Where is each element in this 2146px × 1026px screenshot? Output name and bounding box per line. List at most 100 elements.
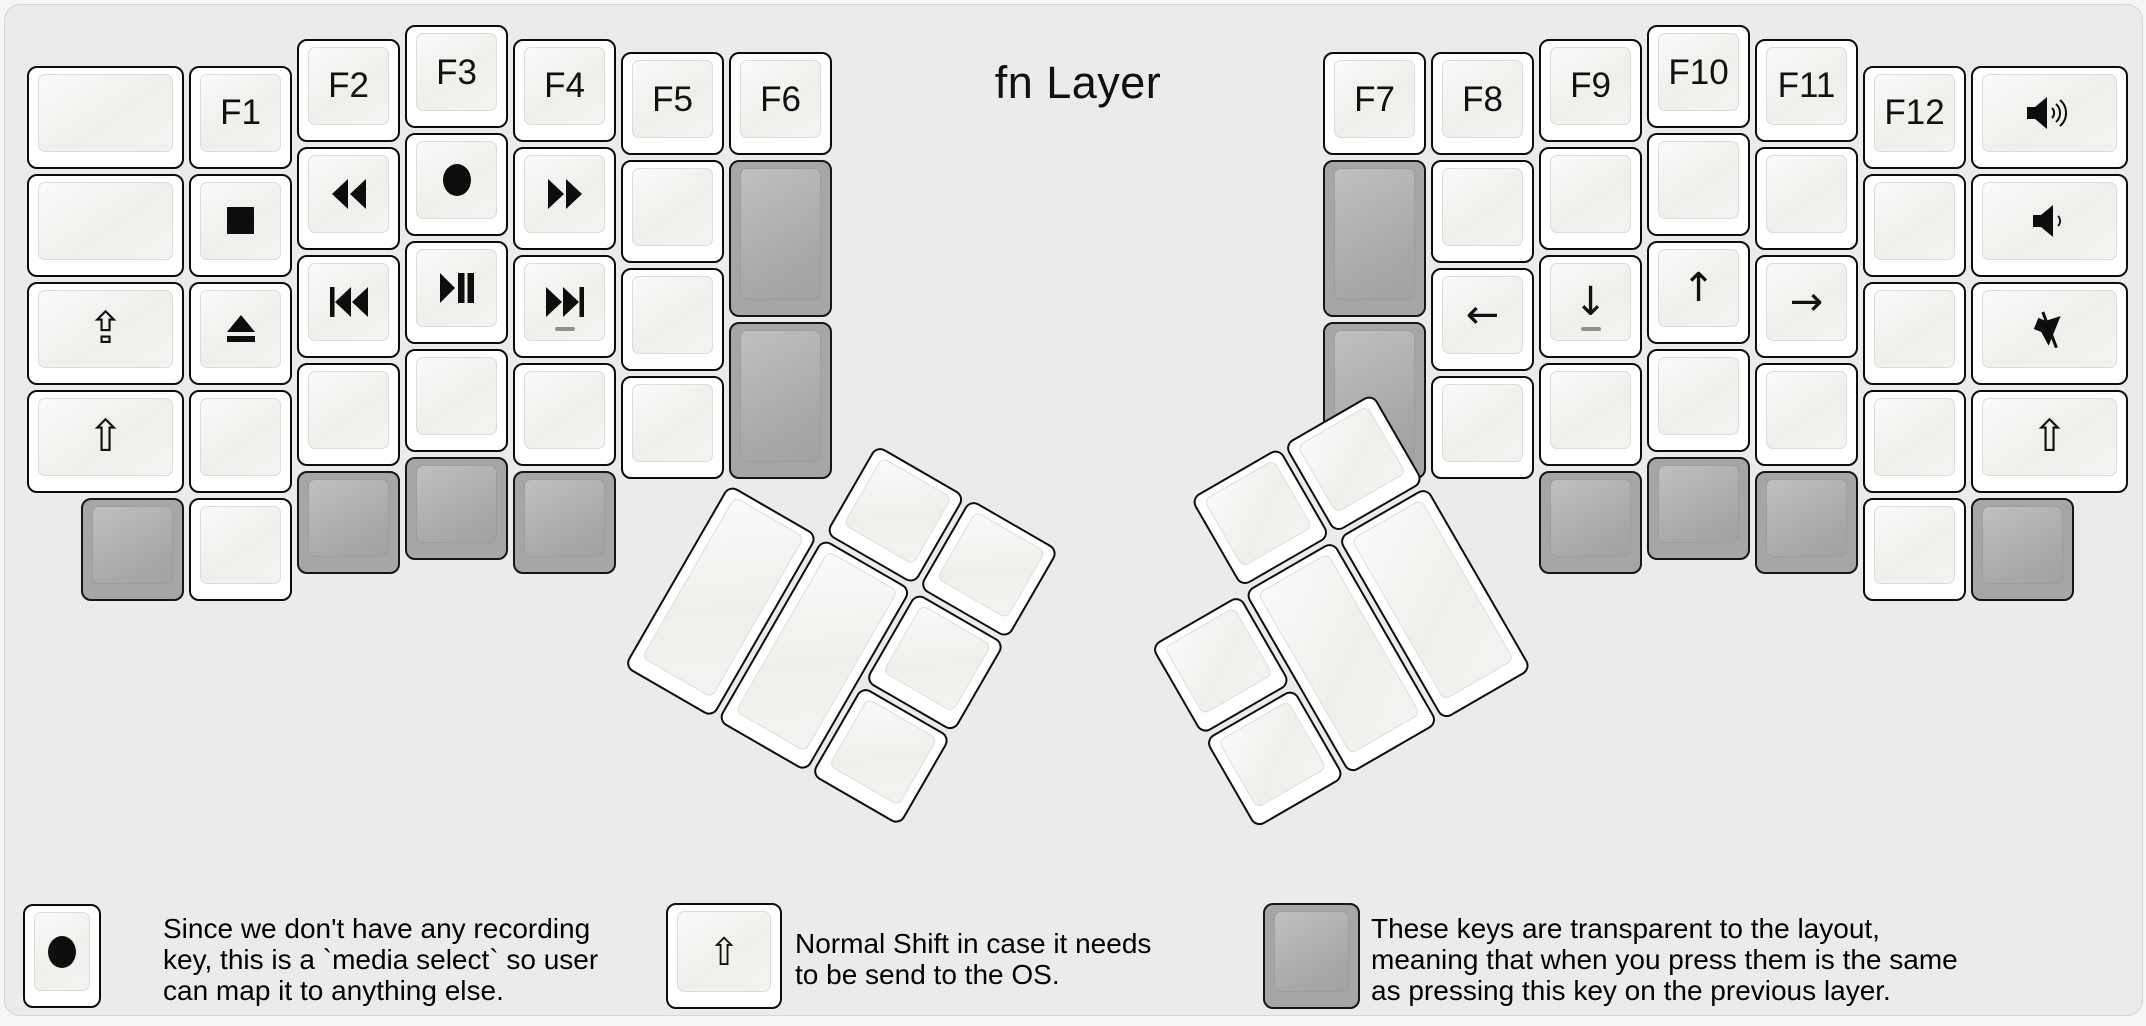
stop-icon (227, 207, 254, 234)
keycap-top (1982, 73, 2117, 152)
key-blank[interactable] (621, 160, 724, 263)
key-f9[interactable]: F9 (1539, 38, 1642, 142)
key-blank[interactable] (1863, 281, 1966, 385)
key-transparent[interactable] (1755, 470, 1858, 574)
keycap-top (632, 384, 713, 462)
key-arrow-down[interactable]: ↓ (1539, 254, 1642, 358)
legend-text-line: as pressing this key on the previous lay… (1371, 975, 1891, 1006)
key-transparent[interactable] (405, 457, 508, 560)
key-transparent[interactable] (1539, 470, 1642, 574)
key-label: F2 (328, 66, 369, 105)
key-label: ↓ (1573, 278, 1608, 325)
key-f7[interactable]: F7 (1323, 52, 1426, 155)
key-blank[interactable] (1863, 497, 1966, 601)
key-play-pause[interactable] (405, 241, 508, 344)
layer-title: fn Layer (994, 57, 1162, 108)
key-f1[interactable]: F1 (189, 65, 292, 169)
key-arrow-right[interactable]: → (1755, 254, 1858, 358)
keycap-top (416, 141, 497, 219)
keycap-top (92, 505, 173, 584)
legend-text-line: to be send to the OS. (795, 959, 1060, 990)
key-blank-outer-1[interactable] (27, 65, 184, 169)
key-blank[interactable] (1539, 146, 1642, 250)
key-transparent[interactable] (729, 160, 832, 317)
key-blank[interactable] (621, 268, 724, 371)
key-transparent[interactable] (729, 322, 832, 479)
key-f12[interactable]: F12 (1863, 65, 1966, 169)
key-blank[interactable] (189, 497, 292, 601)
keycap-top (1766, 370, 1847, 449)
keycap-top: F9 (1550, 46, 1631, 125)
key-stop[interactable] (189, 173, 292, 277)
keycap-top: ⇧ (677, 911, 771, 992)
key-shift-right[interactable]: ⇧ (1971, 389, 2128, 493)
key-transparent[interactable] (1971, 497, 2074, 601)
key-blank[interactable] (1431, 160, 1534, 263)
keycap-top (34, 912, 90, 991)
legend-text: These keys are transparent to the layout… (1371, 913, 1958, 1006)
key-shift-left[interactable]: ⇧ (27, 389, 184, 493)
key-blank[interactable] (1863, 389, 1966, 493)
key-transparent[interactable] (513, 470, 616, 574)
key-rewind[interactable] (297, 146, 400, 250)
key-blank[interactable] (1755, 362, 1858, 466)
key-prev-track[interactable] (297, 254, 400, 358)
key-blank[interactable] (1755, 146, 1858, 250)
keycap-top (524, 370, 605, 449)
key-mute[interactable] (1971, 281, 2128, 385)
key-f2[interactable]: F2 (297, 38, 400, 142)
legend-text-line: These keys are transparent to the layout… (1371, 913, 1880, 944)
keycap-top (632, 168, 713, 246)
key-blank[interactable] (1539, 362, 1642, 466)
key-blank[interactable] (1647, 133, 1750, 236)
key-blank[interactable] (297, 362, 400, 466)
key-volume-up[interactable] (1971, 65, 2128, 169)
key-transparent[interactable] (1323, 160, 1426, 317)
key-blank[interactable] (621, 376, 724, 479)
keycap-top (1334, 168, 1415, 300)
key-transparent[interactable] (1647, 457, 1750, 560)
keycap-top (1274, 911, 1349, 992)
key-f6[interactable]: F6 (729, 52, 832, 155)
key-label: F9 (1570, 66, 1611, 105)
keycap-top (1442, 168, 1523, 246)
key-blank[interactable] (405, 349, 508, 452)
key-next-track[interactable] (513, 254, 616, 358)
keycap-top (1982, 181, 2117, 260)
key-blank[interactable] (1431, 376, 1534, 479)
keycap-top: F6 (740, 60, 821, 138)
legend-text-line: Since we don't have any recording (163, 913, 591, 944)
key-blank[interactable] (1647, 349, 1750, 452)
key-transparent[interactable] (81, 497, 184, 601)
legend-text-line: can map it to anything else. (163, 975, 504, 1006)
key-f3[interactable]: F3 (405, 25, 508, 128)
rewind-icon (331, 178, 366, 209)
key-volume-down[interactable] (1971, 173, 2128, 277)
key-arrow-left[interactable]: ← (1431, 268, 1534, 371)
key-blank[interactable] (513, 362, 616, 466)
key-label: F11 (1777, 66, 1836, 105)
key-blank-outer-2[interactable] (27, 173, 184, 277)
key-blank[interactable] (1863, 173, 1966, 277)
key-eject[interactable] (189, 281, 292, 385)
keycap-top (936, 510, 1046, 619)
key-label: F4 (544, 66, 585, 105)
key-fast-forward[interactable] (513, 146, 616, 250)
key-f4[interactable]: F4 (513, 38, 616, 142)
key-shift-lock[interactable]: ⇪ (27, 281, 184, 385)
keycap-top (308, 370, 389, 449)
key-f8[interactable]: F8 (1431, 52, 1534, 155)
key-label: F12 (1884, 93, 1945, 132)
key-f5[interactable]: F5 (621, 52, 724, 155)
key-transparent[interactable] (297, 470, 400, 574)
key-f11[interactable]: F11 (1755, 38, 1858, 142)
keycap-top (1163, 606, 1274, 715)
key-f10[interactable]: F10 (1647, 25, 1750, 128)
key-record[interactable] (405, 133, 508, 236)
key-blank[interactable] (189, 389, 292, 493)
keycap-top (524, 262, 605, 341)
keycap-top: ← (1442, 276, 1523, 354)
key-arrow-up[interactable]: ↑ (1647, 241, 1750, 344)
keycap-top (1217, 700, 1328, 809)
volup-icon (2026, 96, 2073, 129)
